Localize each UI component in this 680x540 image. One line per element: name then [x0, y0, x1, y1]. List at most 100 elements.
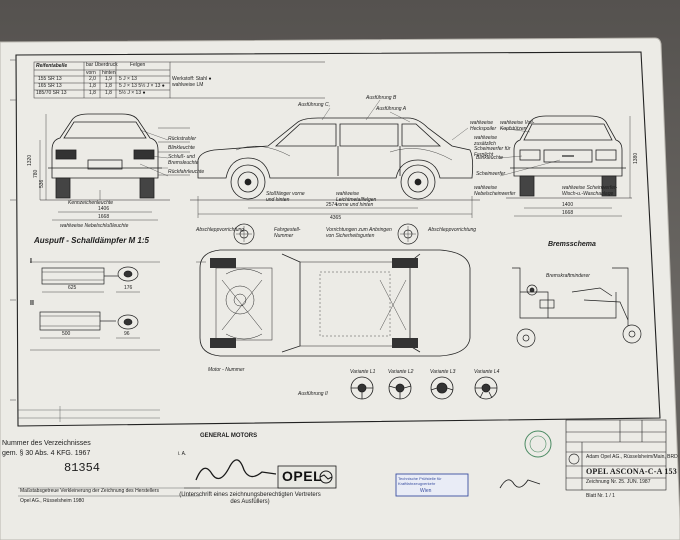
rim-details — [233, 223, 419, 245]
dim-muffler-1: 625 — [68, 285, 77, 291]
verzeichnis-number: 81354 — [64, 461, 101, 475]
side-view-drawing — [190, 117, 480, 218]
tire-table-header: Reifentabelle — [36, 63, 68, 69]
footnote: Maßstabsgetreue Verkleinerung der Zeichn… — [20, 488, 159, 494]
label-nebelschluss: wahlweise Nebelschlußleuchte — [60, 223, 129, 229]
label-blinkleuchte: Blinkleuchte — [168, 145, 195, 151]
tire-table-sub-rear: hinten — [102, 70, 116, 76]
tire-row-rim: 5½ J × 13 ● — [119, 90, 146, 96]
dim-front-track: 1400 — [562, 202, 574, 208]
label-abschlepp-left: Abschleppvorrichtung — [196, 227, 245, 233]
dim-length: 4365 — [330, 215, 342, 221]
dim-muffler-4: 96 — [124, 331, 130, 337]
tire-row-size: 185/70 SR 13 — [36, 90, 67, 96]
dim-muffler-3: 176 — [124, 285, 133, 291]
label-stossfaenger: Stoßfänger vorne und hinten — [266, 191, 305, 203]
tire-table-sub-front: vorn — [86, 70, 96, 76]
title-sheet: Blatt Nr. 1 / 1 — [586, 493, 615, 499]
tire-row-front: 1,8 — [89, 83, 96, 89]
label-motor-nummer: Motor - Nummer — [208, 367, 245, 373]
label-kennzeichen: Kennzeichenleuchte — [68, 200, 114, 206]
tire-row-rear: 1,8 — [105, 83, 112, 89]
label-sicherheitsgurte: Vorrichtungen zum Anbringen von Sicherhe… — [326, 227, 392, 239]
stamp-line-1: Technische Prüfstelle für Kraftfahrzeugv… — [398, 476, 442, 486]
label-rueckstrahler: Rückstrahler — [168, 136, 197, 142]
signature-scribble — [195, 459, 277, 481]
stamp-line-2: Wien — [420, 488, 432, 494]
ia-label: i. A. — [178, 451, 187, 457]
tire-row-rim: 5 J × 13 — [119, 76, 137, 82]
drawing-frame — [15, 51, 661, 427]
tire-table-rim-header: Felgen — [130, 62, 146, 68]
title-block-grid — [565, 419, 667, 491]
label-fahrgestell: Fahrgestell-Nummer — [274, 227, 301, 239]
label-vollsitz: wahlweise Voll-Kopfstützen — [500, 120, 535, 132]
signature-caption: (Unterschrift eines zeichnungsberechtigt… — [179, 492, 321, 505]
approval-stamp-frame — [395, 473, 469, 497]
label-variant-l3: Variante L3 — [430, 369, 456, 375]
dim-rear-width: 1668 — [98, 214, 110, 220]
title-model: OPEL ASCONA-C-A 153 — [586, 467, 677, 476]
opel-seal-icon — [568, 453, 580, 465]
tire-table-pressure-header: bar Überdruck — [86, 62, 118, 68]
label-ausfuehrung-b: Ausführung B — [366, 95, 397, 101]
company-line: Opel AG., Rüsselsheim 1980 — [20, 498, 85, 504]
rear-view-drawing — [39, 113, 190, 221]
label-nebelscheinwerfer: wahlweise Nebelscheinwerfer — [474, 185, 516, 197]
dim-rear-track: 1406 — [98, 206, 110, 212]
dim-wheelbase: 2574 — [326, 202, 338, 208]
brake-scheme-title: Bremsschema — [548, 241, 596, 248]
steering-wheel-variants — [350, 376, 498, 400]
label-schluss-brems: Schluß- und Bremsleuchte — [168, 154, 199, 166]
top-view-drawing — [196, 249, 471, 357]
tire-row-rim: 5 J × 13 5½ J × 13 ● — [119, 83, 165, 89]
label-ausfuehrung-c: Ausführung C, — [298, 102, 330, 108]
label-abschlepp-right: Abschleppvorrichtung — [428, 227, 477, 233]
exhaust-variant-ii: II — [30, 300, 34, 307]
green-seal-icon — [524, 430, 552, 458]
label-scheinwerfer: Scheinwerfer — [476, 171, 506, 177]
tire-row-front: 2,0 — [89, 76, 96, 82]
title-company: Adam Opel AG., Rüsselsheim/Main, BRD — [586, 454, 678, 460]
brake-schematic-drawing — [512, 267, 642, 348]
title-date: Zeichnung Nr. 25. JUN. 1987 — [586, 479, 651, 485]
exhaust-variant-i: I — [30, 258, 32, 265]
label-blinkleuchte-front: Blinkleuchte — [476, 155, 503, 161]
label-heckspoiler: wahlweise Heckspoiler — [470, 120, 497, 132]
tire-row-rear: 1,9 — [105, 76, 112, 82]
tire-row-rear: 1,8 — [105, 90, 112, 96]
label-wisch-wasch: wahlweise Scheinwerfer-Wisch-u.-Waschanl… — [562, 185, 618, 197]
dim-muffler-2: 500 — [62, 331, 71, 337]
exhaust-title: Auspuff - Schalldämpfer M 1:5 — [34, 236, 149, 245]
label-ausfuehrung-a: Ausführung A — [376, 106, 407, 112]
verzeichnis-title: Nummer des Verzeichnisses — [2, 440, 91, 447]
label-variant-l4: Variante L4 — [474, 369, 500, 375]
paper — [0, 37, 680, 540]
dim-rear-h2: 780 — [33, 169, 39, 178]
label-leichtmetall: wahlweise Leichtmetallfelgen vorne und h… — [336, 191, 377, 208]
tire-table-note: Werkstoff: Stahl ● wahlweise LM — [172, 76, 212, 88]
tire-row-size: 155 SR 13 — [38, 76, 62, 82]
label-bremskraftminderer: Bremskraftminderer — [546, 273, 590, 279]
dim-front-height: 1380 — [633, 152, 639, 164]
tire-row-size: 165 SR 13 — [38, 83, 62, 89]
label-variant-l1: Variante L1 — [350, 369, 376, 375]
label-rueckfahr: Rückfahrleuchte — [168, 169, 205, 175]
verzeichnis-subtitle: gem. § 30 Abs. 4 KFG. 1967 — [2, 450, 91, 457]
tire-table-grid — [33, 61, 325, 99]
opel-brand: OPEL — [282, 468, 323, 484]
label-scheinwerfer-fern: wahlweise zusätzlich Scheinwerfer für Fe… — [474, 135, 511, 158]
opel-logo-frame — [277, 465, 337, 489]
front-view-drawing — [506, 115, 632, 217]
label-variant-l2: Variante L2 — [388, 369, 414, 375]
dim-rear-h3: 536 — [39, 179, 45, 188]
dim-front-width: 1668 — [562, 210, 574, 216]
dim-rear-height: 1320 — [27, 154, 33, 166]
label-ausfuehrung-ii: Ausführung II — [298, 391, 328, 397]
exhaust-silencer-drawings — [30, 261, 160, 351]
general-motors-label: GENERAL MOTORS — [200, 433, 258, 439]
second-signature — [499, 479, 541, 489]
tire-row-front: 1,8 — [89, 90, 96, 96]
